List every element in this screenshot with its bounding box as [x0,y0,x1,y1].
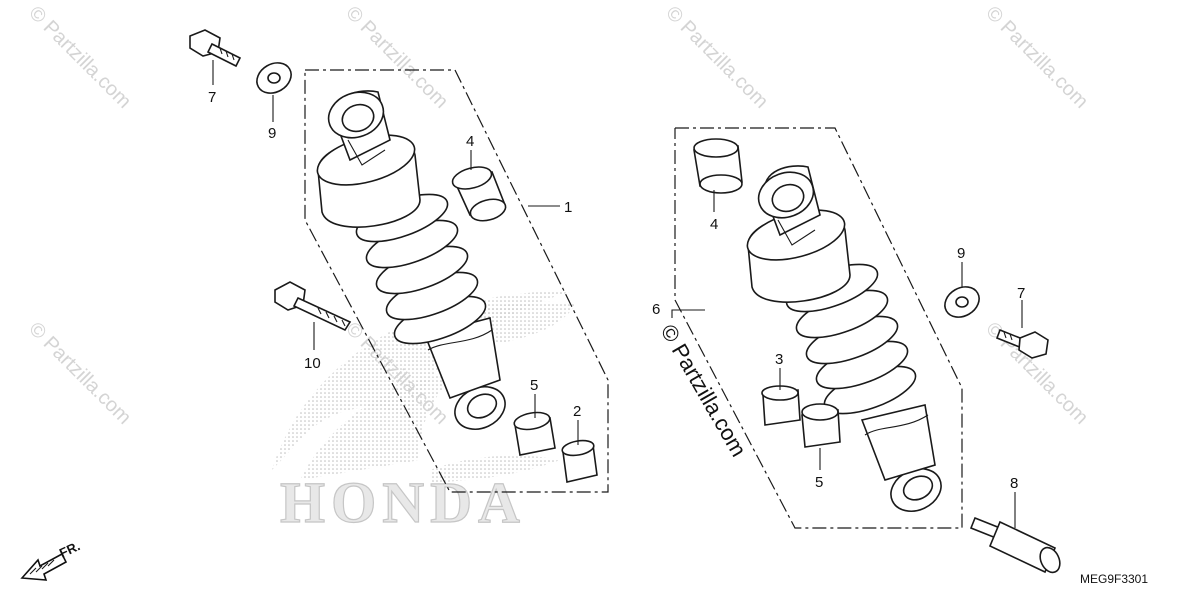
left-bushing-4 [451,166,507,222]
callout-3: 3 [775,351,783,368]
callout-1: 1 [564,199,572,216]
right-shaft-8 [969,516,1061,574]
callout-7: 7 [208,89,216,106]
right-collar-3 [761,385,801,426]
callout-10: 10 [304,355,321,372]
right-shock-assembly: 4 6 9 7 3 5 8 [652,127,1061,574]
callout-9: 9 [957,245,965,262]
right-collar-5 [801,403,841,448]
left-spring [355,193,487,345]
honda-wing-logo [272,291,575,482]
right-bushing-4 [693,138,743,194]
watermark-text: © Partzilla.com [661,2,772,113]
left-washer-9 [256,62,292,94]
right-bolt-7 [995,328,1049,359]
left-bolt-10 [274,281,352,332]
diagram-code: MEG9F3301 [1080,572,1148,586]
left-assembly-outline [304,69,609,493]
left-shock-assembly: 7 9 4 1 10 5 2 [189,29,609,493]
watermark-center-text: © Partzilla.com [656,320,752,461]
callout-2: 2 [573,403,581,420]
right-shock-absorber [746,165,942,512]
callout-6: 6 [652,301,660,318]
callout-4: 4 [710,216,718,233]
callout-5: 5 [815,474,823,491]
watermark-text: © Partzilla.com [24,318,135,429]
honda-brand-text: HONDA [280,470,526,535]
left-collar-5 [513,411,556,456]
right-assembly-outline [674,127,963,529]
watermark-text: © Partzilla.com [981,2,1092,113]
callout-9: 9 [268,125,276,142]
callout-7: 7 [1017,285,1025,302]
callout-4: 4 [466,133,474,150]
right-washer-9 [944,286,980,318]
callout-8: 8 [1010,475,1018,492]
callout-5: 5 [530,377,538,394]
watermark-text: © Partzilla.com [24,2,135,113]
left-bolt-7 [189,29,242,68]
left-bushing-2 [561,439,598,483]
direction-label: FR. [57,538,82,560]
front-direction-arrow: FR. [20,538,82,581]
left-shock-absorber [316,90,506,430]
watermarks: © Partzilla.com © Partzilla.com © Partzi… [24,2,1092,429]
